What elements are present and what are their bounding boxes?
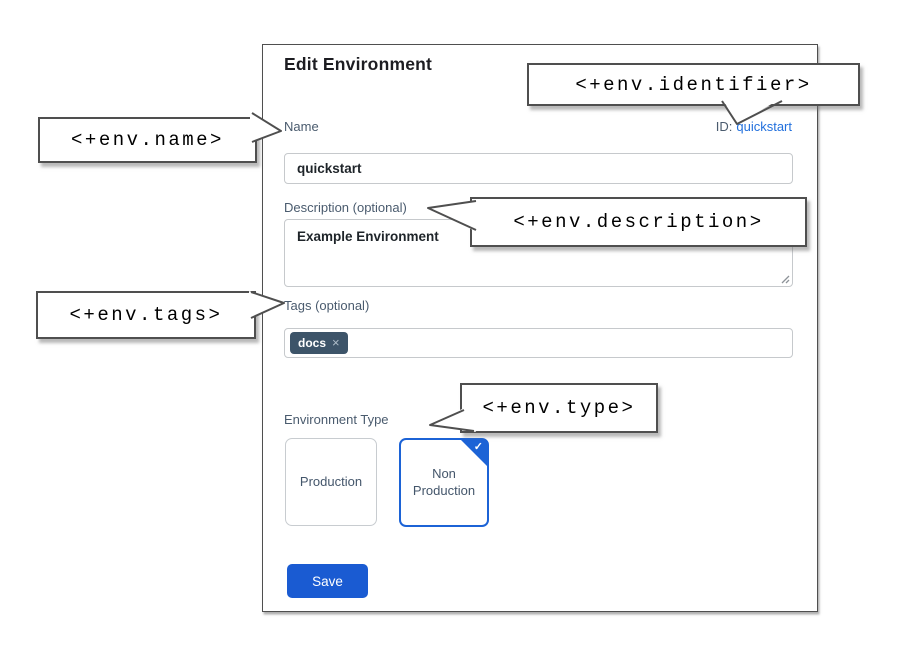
environment-id: ID:quickstart (716, 119, 792, 134)
name-label: Name (284, 119, 319, 134)
tag-chip: docs × (290, 332, 348, 354)
tags-label: Tags (optional) (284, 298, 370, 313)
callout-env-name: <+env.name> (38, 117, 257, 163)
callout-env-type: <+env.type> (460, 383, 658, 433)
id-prefix-label: ID: (715, 119, 733, 134)
type-card-non-production[interactable]: Non Production ✓ (399, 438, 489, 527)
tag-chip-label: docs (298, 335, 327, 350)
save-button[interactable]: Save (287, 564, 368, 598)
resize-handle-icon[interactable] (780, 274, 790, 284)
callout-env-identifier: <+env.identifier> (527, 63, 860, 106)
remove-tag-icon[interactable]: × (332, 335, 340, 351)
dialog-title: Edit Environment (284, 54, 433, 74)
edit-environment-dialog: Edit Environment Name ID:quickstart Desc… (262, 44, 818, 612)
id-value-link[interactable]: quickstart (736, 119, 792, 134)
name-input[interactable] (284, 153, 793, 184)
type-card-production[interactable]: Production (285, 438, 377, 526)
tags-input[interactable]: docs × (284, 328, 793, 358)
type-card-production-label: Production (299, 473, 363, 489)
callout-env-tags: <+env.tags> (36, 291, 256, 339)
checkmark-icon: ✓ (473, 441, 483, 453)
type-card-non-production-label: Non Production (412, 465, 476, 498)
environment-type-label: Environment Type (284, 412, 389, 427)
description-label: Description (optional) (284, 200, 407, 215)
environment-type-options: Production Non Production ✓ (285, 438, 489, 527)
callout-env-description: <+env.description> (470, 197, 807, 247)
